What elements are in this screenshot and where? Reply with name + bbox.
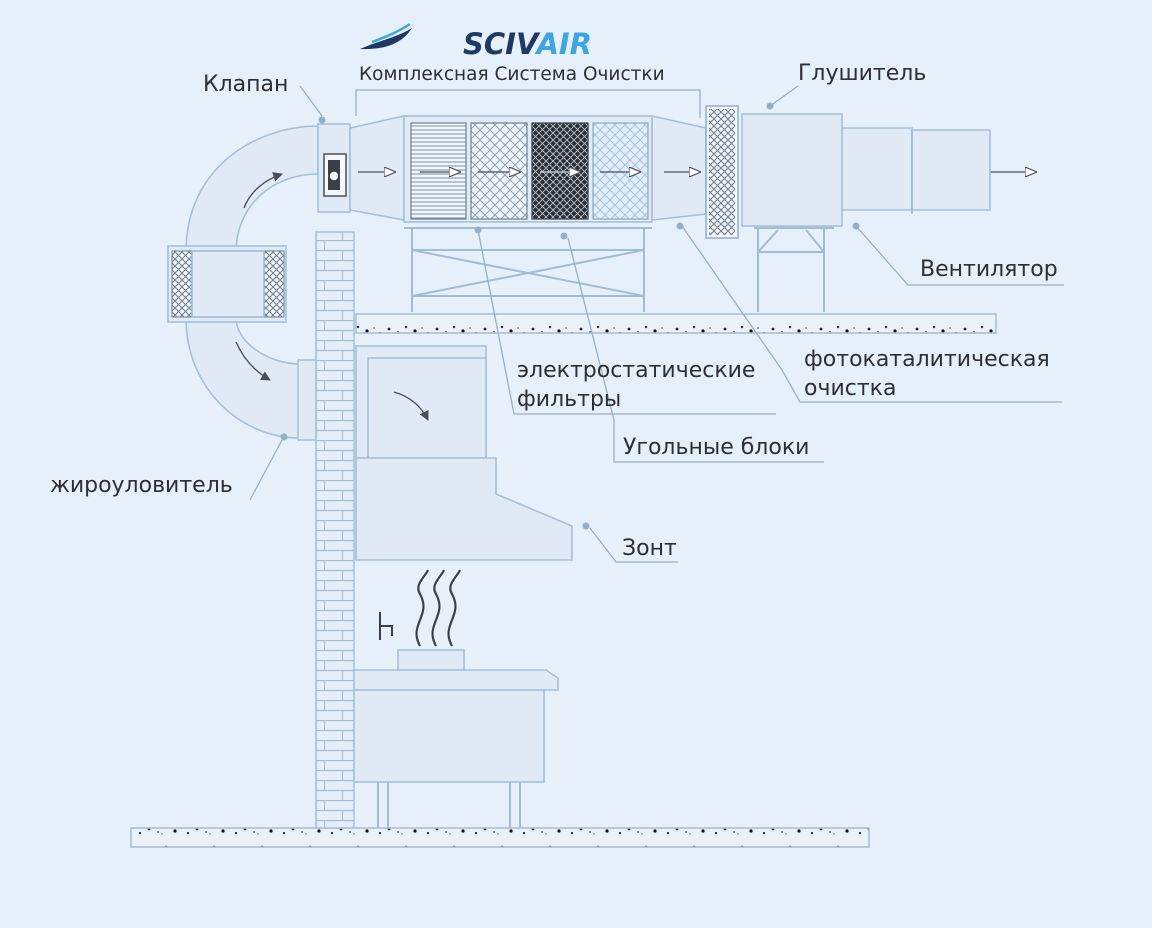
label-valve: Клапан bbox=[203, 72, 288, 97]
electrostatic-filter bbox=[410, 122, 467, 220]
brand-logo: SCIVAIR Комплексная Система Очистки bbox=[355, 23, 701, 118]
steam-icon bbox=[415, 569, 462, 647]
flow-arrow-up bbox=[243, 172, 283, 209]
upper-floor-slab bbox=[355, 313, 997, 334]
label-muffler: Глушитель bbox=[798, 61, 926, 86]
label-photocatalytic-line2: очистка bbox=[804, 376, 896, 401]
label-grease-trap: жироуловитель bbox=[50, 473, 233, 498]
muffler bbox=[705, 105, 739, 239]
carbon-filter-dark bbox=[531, 122, 589, 220]
leader-lines bbox=[249, 85, 1064, 563]
label-electrostatic-line2: фильтры bbox=[517, 387, 621, 412]
system-subtitle: Комплексная Система Очистки bbox=[359, 64, 665, 85]
label-electrostatic-line1: электростатические bbox=[517, 358, 755, 383]
logo-text: SCIVAIR bbox=[463, 27, 592, 61]
duct-bends bbox=[185, 123, 351, 441]
brick-wall bbox=[315, 231, 355, 829]
kitchen-hood bbox=[355, 345, 573, 561]
label-hood: Зонт bbox=[622, 536, 677, 561]
label-photocatalytic-line1: фотокаталитическая bbox=[804, 347, 1050, 372]
logo-wave-icon bbox=[360, 28, 412, 50]
stove bbox=[353, 569, 559, 828]
logo-text-dark: SCIV bbox=[463, 27, 541, 61]
label-fan: Вентилятор bbox=[920, 257, 1058, 282]
valve bbox=[323, 153, 347, 197]
grease-trap bbox=[167, 245, 287, 323]
flow-arrow-down bbox=[235, 341, 271, 381]
label-carbon-blocks: Угольные блоки bbox=[623, 435, 809, 460]
purification-unit bbox=[349, 115, 707, 312]
ground-floor-slab bbox=[130, 827, 870, 848]
photocatalytic-filter bbox=[592, 122, 649, 220]
logo-text-accent: AIR bbox=[534, 27, 592, 61]
fan bbox=[741, 113, 991, 312]
carbon-filter-light bbox=[470, 122, 528, 220]
